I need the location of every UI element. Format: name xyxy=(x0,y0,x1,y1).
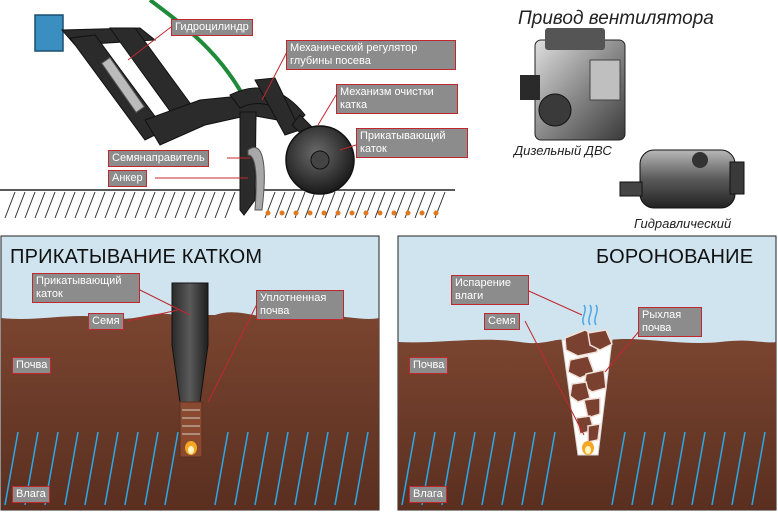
left-label-compacted-line1: Уплотненная xyxy=(260,292,327,304)
right-label-evaporation-line2: влаги xyxy=(455,290,484,302)
right-label-evaporation-line1: Испарение xyxy=(455,277,512,289)
right-seed-icon xyxy=(582,441,594,455)
seed-guide-tube xyxy=(247,147,265,211)
left-label-compacted-line2: почва xyxy=(260,305,290,317)
diesel-engine-image xyxy=(520,28,626,141)
label-depth-regulator-line2: глубины посева xyxy=(290,55,371,67)
label-roller-cleaner: Механизм очистки катка xyxy=(336,84,458,114)
label-seed-guide: Семянаправитель xyxy=(108,150,209,167)
left-label-seed: Семя xyxy=(88,313,124,330)
right-moisture-lines xyxy=(401,431,766,506)
label-press-roller: Прикатывающий каток xyxy=(356,128,468,158)
hydraulic-cylinder xyxy=(101,56,145,114)
left-label-press-roller-line1: Прикатывающий xyxy=(36,275,122,287)
left-furrow-zone xyxy=(179,401,203,458)
label-press-roller-line2: каток xyxy=(360,143,387,155)
left-compacted-lines xyxy=(182,409,200,435)
seeder-frame xyxy=(60,27,326,216)
left-seed-icon xyxy=(185,441,197,455)
left-roller xyxy=(171,282,209,403)
right-label-seed: Семя xyxy=(484,313,520,330)
right-label-soil: Почва xyxy=(409,357,449,374)
label-depth-regulator: Механический регулятор глубины посева xyxy=(286,40,456,70)
ground-hatch xyxy=(0,189,455,219)
seed-row xyxy=(265,210,439,216)
leader-lines xyxy=(127,26,641,436)
right-label-evaporation: Испарение влаги xyxy=(451,275,529,305)
left-label-press-roller: Прикатывающий каток xyxy=(32,273,140,303)
left-label-moisture: Влага xyxy=(12,486,50,503)
fan-drive-title: Привод вентилятора xyxy=(518,8,714,29)
label-press-roller-line1: Прикатывающий xyxy=(360,130,446,142)
left-label-compacted: Уплотненная почва xyxy=(256,290,344,320)
right-panel-title: БОРОНОВАНИЕ xyxy=(596,246,754,268)
left-panel-title: ПРИКАТЫВАНИЕ КАТКОМ xyxy=(10,246,263,268)
right-label-loose: Рыхлая почва xyxy=(638,307,702,337)
cylinder-mount-block xyxy=(34,14,64,52)
label-hydrocylinder: Гидроцилиндр xyxy=(171,19,253,36)
evaporation-icon xyxy=(582,304,598,326)
hydraulic-motor-image xyxy=(619,149,745,209)
label-anchor: Анкер xyxy=(108,170,147,187)
right-label-moisture: Влага xyxy=(409,486,447,503)
right-label-loose-line1: Рыхлая xyxy=(642,309,682,321)
label-depth-regulator-line1: Механический регулятор xyxy=(290,42,418,54)
right-soil-clods xyxy=(564,329,613,443)
right-label-loose-line2: почва xyxy=(642,322,672,334)
diesel-engine-caption: Дизельный ДВС xyxy=(514,143,612,158)
left-label-soil: Почва xyxy=(12,357,52,374)
left-label-press-roller-line2: каток xyxy=(36,288,63,300)
hydraulic-motor-caption: Гидравлический xyxy=(634,216,732,231)
label-roller-cleaner-line1: Механизм очистки xyxy=(340,86,434,98)
label-roller-cleaner-line2: катка xyxy=(340,99,368,111)
